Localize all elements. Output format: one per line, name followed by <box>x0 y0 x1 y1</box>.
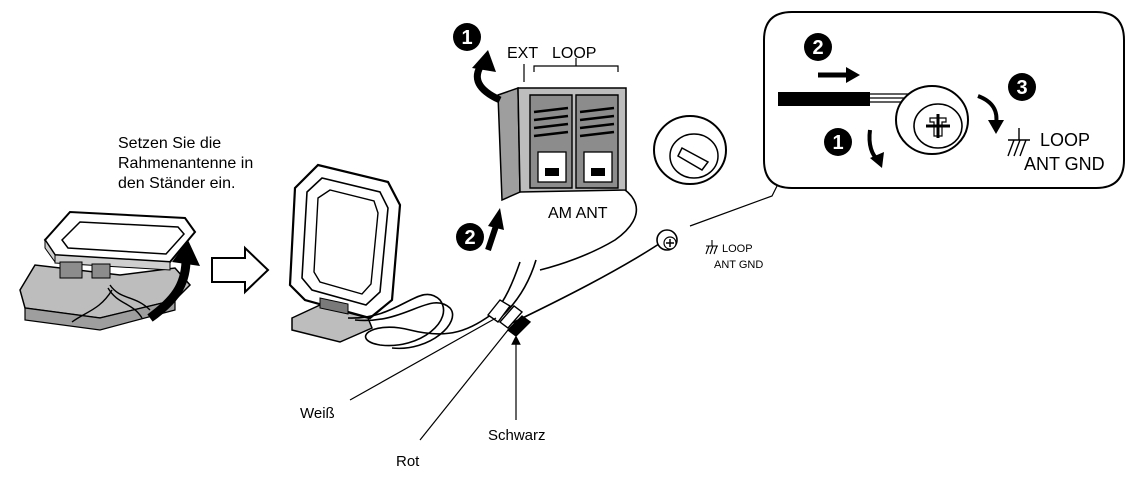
ground-small-loop: LOOP <box>722 243 753 255</box>
ground-symbol-detail <box>1007 128 1030 157</box>
step-1-number-terminal: 1 <box>461 27 472 49</box>
detail-ant-gnd-label: ANT GND <box>1024 154 1105 174</box>
upright-loop-antenna <box>288 163 402 343</box>
detail-loop-label: LOOP <box>1040 130 1090 150</box>
instruction-line-2: Rahmenantenne in <box>118 155 253 172</box>
step-1-number-detail: 1 <box>832 132 843 154</box>
ground-symbol-small <box>705 240 718 255</box>
ext-label: EXT <box>507 45 538 62</box>
step-1-badge-detail <box>824 128 852 156</box>
step-1-badge-terminal <box>453 23 481 51</box>
label-white: Weiß <box>300 405 335 422</box>
insert-wire-arrow <box>485 225 499 251</box>
label-red: Rot <box>396 453 420 470</box>
hollow-right-arrow <box>211 245 270 295</box>
wire-insulation <box>778 92 870 106</box>
plug-red <box>498 305 524 329</box>
terminal-block <box>497 86 627 202</box>
loop-label: LOOP <box>552 45 596 62</box>
ground-screw <box>656 229 678 251</box>
step-2-badge-terminal <box>456 223 484 251</box>
step-2-number-detail: 2 <box>812 37 823 59</box>
tighten-arrow-head <box>988 120 1004 134</box>
detail-screw <box>895 85 969 155</box>
plug-white <box>486 299 512 323</box>
step-3-badge-detail <box>1008 73 1036 101</box>
am-ant-label: AM ANT <box>548 205 608 222</box>
ground-knob <box>653 115 727 185</box>
push-wire-arrow-head <box>846 67 860 83</box>
plug-black <box>506 315 532 337</box>
lever-open-arrow-head <box>472 50 496 72</box>
label-black: Schwarz <box>488 427 546 444</box>
instruction-text: Setzen Sie die Rahmenantenne in den Stän… <box>118 135 253 192</box>
leader-red <box>419 329 509 441</box>
loosen-arrow-head <box>870 152 884 168</box>
instruction-line-3: den Ständer ein. <box>118 175 235 192</box>
flat-loop-antenna <box>19 210 197 331</box>
step-3-number-detail: 3 <box>1016 77 1027 99</box>
insert-wire-arrow-head <box>488 208 504 230</box>
step-2-badge-detail <box>804 33 832 61</box>
loop-bracket <box>533 65 619 72</box>
insert-curved-arrow <box>147 261 191 322</box>
step-2-number-terminal: 2 <box>464 227 475 249</box>
insert-arrow-head <box>172 240 200 266</box>
ground-small-ant-gnd: ANT GND <box>714 259 763 271</box>
instruction-line-1: Setzen Sie die <box>118 135 221 152</box>
callout-leader <box>689 179 781 227</box>
leader-white <box>349 317 497 401</box>
